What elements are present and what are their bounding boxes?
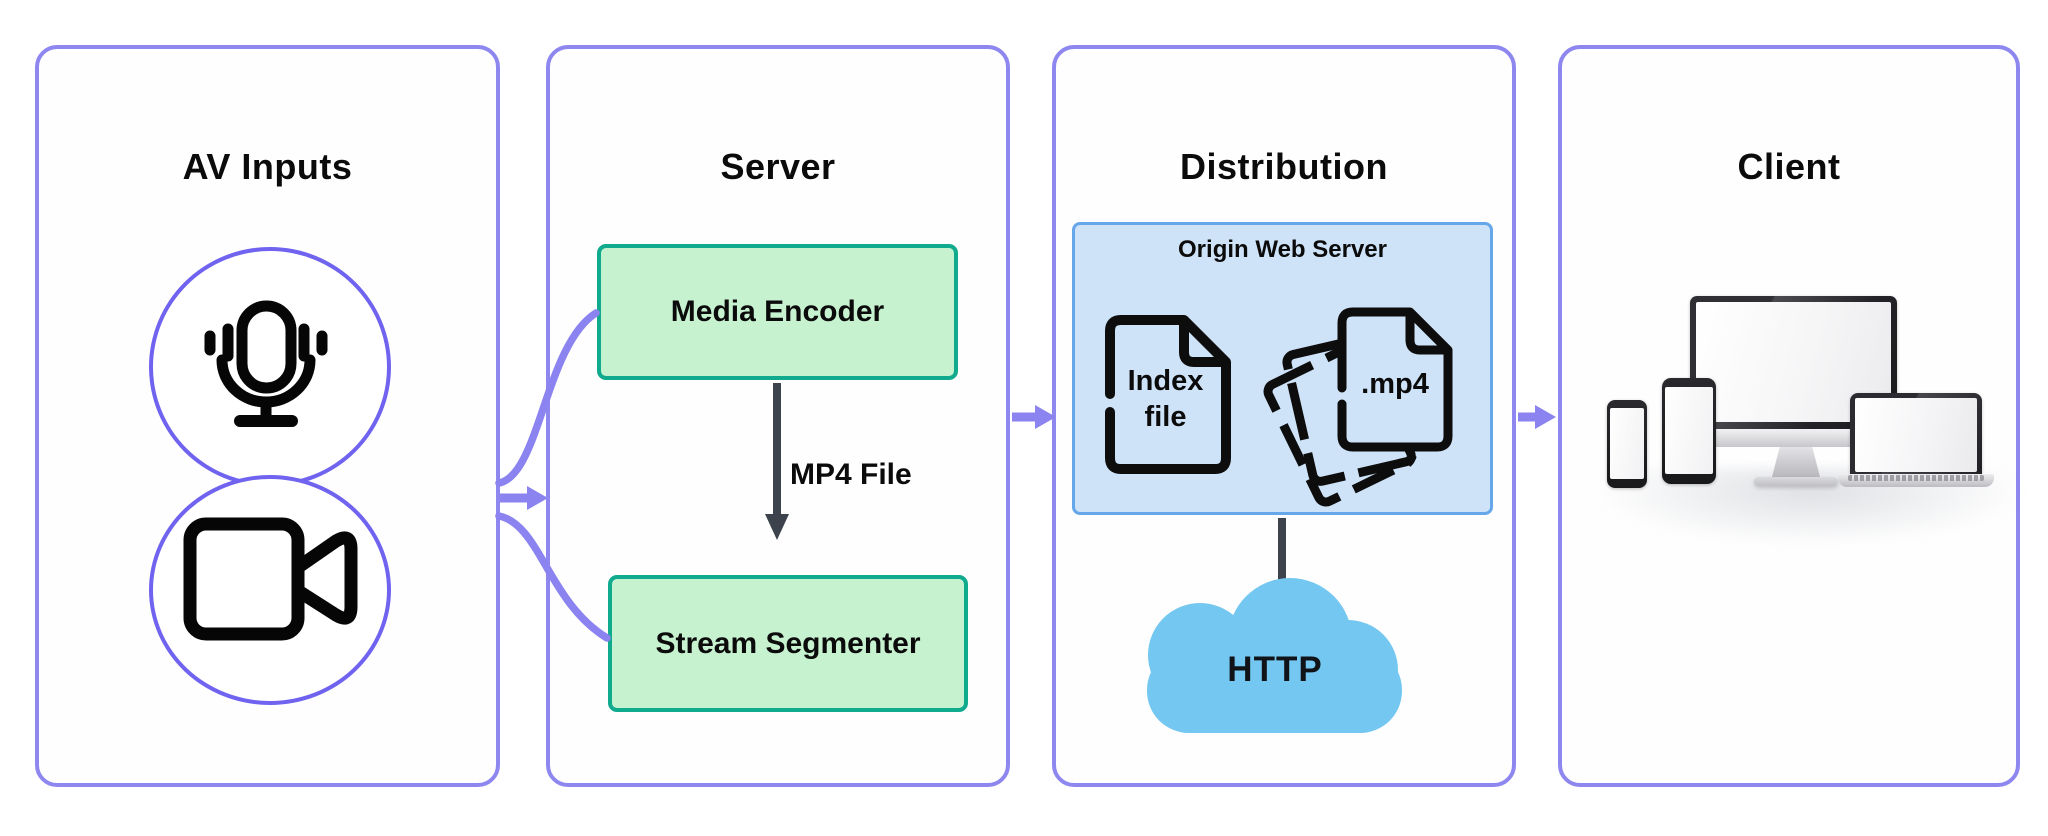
audio-input-circle — [149, 247, 391, 487]
smartphone-small-screen — [1610, 408, 1644, 479]
panel-title-av-inputs: AV Inputs — [182, 146, 353, 187]
stream-segmenter-box: Stream Segmenter — [608, 575, 968, 712]
laptop-screen — [1855, 398, 1977, 472]
mp4-doc-label: .mp4 — [1361, 368, 1429, 400]
laptop-keyboard — [1838, 474, 1994, 487]
index-doc-label-line1: Index — [1127, 365, 1204, 397]
arrow-av-to-server-head — [527, 486, 548, 510]
desktop-monitor-chin — [1690, 429, 1897, 447]
desktop-monitor-stand — [1772, 447, 1820, 477]
mp4-file-arrow-label: MP4 File — [790, 458, 912, 491]
panel-title-client: Client — [1737, 146, 1841, 187]
http-cloud-label: HTTP — [1227, 650, 1323, 689]
desktop-monitor-base — [1754, 477, 1838, 486]
laptop — [1850, 393, 1982, 474]
panel-av-inputs: AV Inputs — [35, 45, 500, 787]
origin-web-server-title: Origin Web Server — [1178, 236, 1387, 263]
video-input-circle — [149, 475, 391, 705]
stream-segmenter-label: Stream Segmenter — [655, 626, 921, 660]
media-encoder-box: Media Encoder — [597, 244, 958, 380]
smartphone-small — [1607, 400, 1647, 488]
smartphone-large — [1662, 378, 1716, 484]
panel-title-distribution: Distribution — [1180, 146, 1388, 187]
arrow-distribution-to-client-head — [1535, 405, 1556, 429]
panel-title-server: Server — [720, 146, 836, 187]
smartphone-large-screen — [1665, 387, 1713, 474]
laptop-keys — [1848, 475, 1984, 481]
index-doc-label: Index file — [1105, 363, 1226, 435]
index-doc-label-line2: file — [1144, 401, 1187, 433]
media-encoder-label: Media Encoder — [670, 295, 885, 328]
